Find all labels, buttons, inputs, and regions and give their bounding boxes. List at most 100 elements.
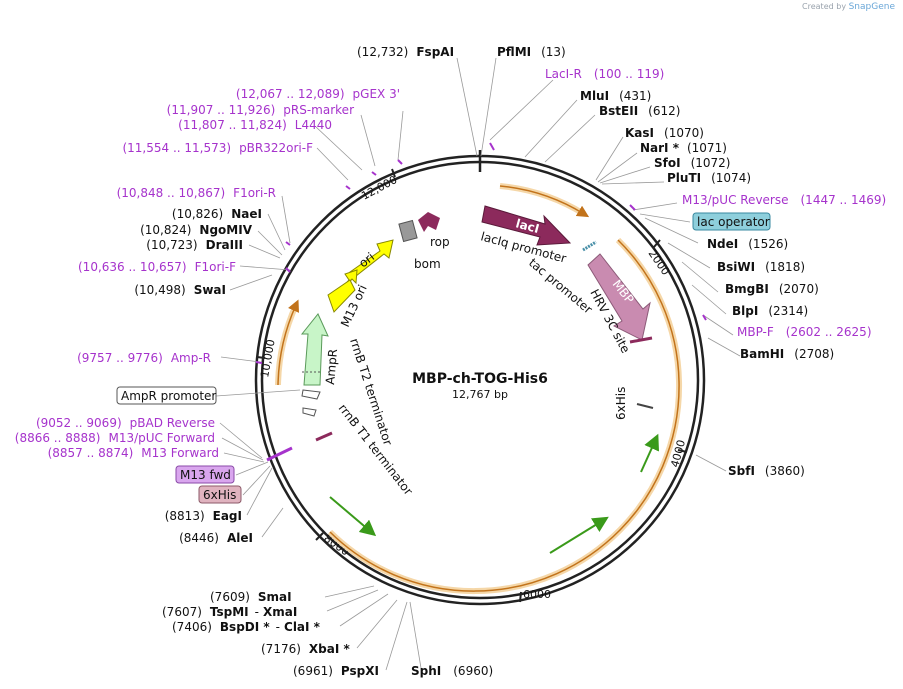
- svg-text:(10,498)SwaI: (10,498)SwaI: [134, 283, 226, 297]
- site-KasI[interactable]: KasI: [625, 126, 654, 140]
- ori-arrow: [349, 239, 394, 277]
- ampr-promoter-label: AmpR promoter: [121, 389, 216, 403]
- hrv-3c-marker: [629, 336, 653, 344]
- site-PspXI[interactable]: PspXI: [341, 664, 379, 678]
- credit-prefix: Created by: [802, 2, 847, 11]
- site-BamHI[interactable]: BamHI: [740, 347, 784, 361]
- tick-2000: 2000: [646, 247, 673, 277]
- bom-label: bom: [414, 257, 441, 271]
- svg-text:SfoI(1072): SfoI(1072): [654, 156, 730, 170]
- primer-MBP-F[interactable]: MBP-F: [737, 325, 774, 339]
- site-SwaI[interactable]: SwaI: [194, 283, 226, 297]
- svg-text:PflMI(13): PflMI(13): [497, 45, 566, 59]
- site-BstEII[interactable]: BstEII: [599, 104, 638, 118]
- primer-pBR322ori-F[interactable]: pBR322ori-F: [239, 141, 313, 155]
- site-SmaI[interactable]: SmaI: [258, 590, 292, 604]
- site-BlpI[interactable]: BlpI: [732, 304, 758, 318]
- svg-text:(10,848 .. 10,867)F1ori-R: (10,848 .. 10,867)F1ori-R: [117, 186, 276, 200]
- m13-fwd-label: M13 fwd: [180, 468, 231, 482]
- primer-pRS-marker[interactable]: pRS-marker: [283, 103, 354, 117]
- site-EagI[interactable]: EagI: [213, 509, 242, 523]
- lac-operator-marker: [582, 240, 597, 252]
- primer-pBAD-Reverse[interactable]: pBAD Reverse: [130, 416, 215, 430]
- orf-AmpR-arc: [275, 303, 299, 386]
- green-arrow-2: [549, 516, 609, 554]
- svg-text:(10,826)NaeI: (10,826)NaeI: [172, 207, 262, 221]
- MBP-arrow: [587, 253, 651, 341]
- rop-label: rop: [430, 235, 450, 249]
- svg-text:BamHI(2708): BamHI(2708): [740, 347, 834, 361]
- primer-LacI-R[interactable]: LacI-R: [545, 67, 582, 81]
- ampr-promoter-box[interactable]: [116, 386, 217, 405]
- site-NarI[interactable]: NarI *: [640, 141, 680, 155]
- site-DraIII[interactable]: DraIII: [206, 238, 243, 252]
- primer-pGEX-3[interactable]: pGEX 3': [353, 87, 400, 101]
- primer-M13-Forward[interactable]: M13 Forward: [141, 446, 219, 460]
- svg-text:KasI(1070): KasI(1070): [625, 126, 704, 140]
- site-BmgBI[interactable]: BmgBI: [725, 282, 769, 296]
- primers: LacI-R(100 .. 119) M13/pUC Reverse(1447 …: [15, 67, 886, 460]
- site-AleI[interactable]: AleI: [227, 531, 253, 545]
- svg-text:BsiWI(1818): BsiWI(1818): [717, 260, 805, 274]
- svg-text:MluI(431): MluI(431): [580, 89, 651, 103]
- site-MluI[interactable]: MluI: [580, 89, 609, 103]
- features: lacI MBP ori M13 ori AmpR rop bom: [266, 205, 654, 462]
- primer-markers: [255, 142, 707, 364]
- site-BspDI[interactable]: BspDI *: [220, 620, 270, 634]
- site-SbfI[interactable]: SbfI: [728, 464, 755, 478]
- svg-text:(9757 .. 9776)Amp-R: (9757 .. 9776)Amp-R: [77, 351, 211, 365]
- svg-text:(7406)BspDI *-ClaI *: (7406)BspDI *-ClaI *: [172, 620, 321, 634]
- snapgene-logo: SnapGene: [848, 2, 895, 12]
- site-FspAI[interactable]: FspAI: [416, 45, 454, 59]
- credit: Created by SnapGene: [802, 2, 895, 12]
- svg-text:NdeI(1526): NdeI(1526): [707, 237, 788, 251]
- site-XmaI[interactable]: XmaI: [263, 605, 297, 619]
- site-pos: (12,732): [357, 45, 408, 59]
- svg-text:BmgBI(2070): BmgBI(2070): [725, 282, 819, 296]
- site-NgoMIV[interactable]: NgoMIV: [199, 223, 252, 237]
- site-PflMI[interactable]: PflMI: [497, 45, 531, 59]
- svg-text:MBP-F(2602 .. 2625): MBP-F(2602 .. 2625): [737, 325, 872, 339]
- his-marker: [636, 403, 654, 409]
- backbone: [254, 150, 706, 606]
- svg-text:SphI(6960): SphI(6960): [411, 664, 493, 678]
- svg-text:(7607)TspMI-XmaI: (7607)TspMI-XmaI: [162, 605, 297, 619]
- primer-F1ori-F[interactable]: F1ori-F: [195, 260, 236, 274]
- site-TspMI[interactable]: TspMI: [210, 605, 249, 619]
- svg-text:(8813)EagI: (8813)EagI: [165, 509, 242, 523]
- site-SfoI[interactable]: SfoI: [654, 156, 681, 170]
- aux-marker: [315, 431, 333, 442]
- lac-operator-box[interactable]: [692, 212, 771, 231]
- leader-lines: [215, 57, 741, 671]
- primer-M13-pUC-Reverse[interactable]: M13/pUC Reverse: [682, 193, 789, 207]
- site-XbaI[interactable]: XbaI *: [309, 642, 351, 656]
- primer-Amp-R[interactable]: Amp-R: [171, 351, 211, 365]
- m13-fwd-marker: [266, 446, 293, 462]
- tick-12000: 12,000: [359, 173, 399, 203]
- rop-arrow: [418, 212, 440, 232]
- 6xhis-box[interactable]: [198, 485, 242, 504]
- his-label: 6xHis: [614, 387, 628, 420]
- site-NaeI[interactable]: NaeI: [231, 207, 262, 221]
- site-NdeI[interactable]: NdeI: [707, 237, 738, 251]
- site-PluTI[interactable]: PluTI: [667, 171, 701, 185]
- AmpR-arrow: [300, 313, 329, 386]
- primer-F1ori-R[interactable]: F1ori-R: [233, 186, 276, 200]
- t2-terminator-marker: [301, 389, 321, 400]
- site-SphI[interactable]: SphI: [411, 664, 441, 678]
- svg-text:M13/pUC Reverse(1447 .. 1469): M13/pUC Reverse(1447 .. 1469): [682, 193, 886, 207]
- site-BsiWI[interactable]: BsiWI: [717, 260, 755, 274]
- t1-terminator-marker: [302, 407, 317, 417]
- svg-text:NarI *(1071): NarI *(1071): [640, 141, 727, 155]
- orf-arcs: [275, 183, 683, 595]
- svg-text:(10,636 .. 10,657)F1ori-F: (10,636 .. 10,657)F1ori-F: [78, 260, 236, 274]
- boxed-labels: lac operator AmpR promoter M13 fwd 6xHis: [116, 212, 771, 504]
- m13-fwd-box[interactable]: [175, 465, 235, 484]
- site-ClaI[interactable]: ClaI *: [284, 620, 321, 634]
- primer-L4440[interactable]: L4440: [295, 118, 332, 132]
- bom-box: [398, 219, 418, 243]
- primer-M13-pUC-Forward[interactable]: M13/pUC Forward: [108, 431, 215, 445]
- svg-text:BlpI(2314): BlpI(2314): [732, 304, 808, 318]
- svg-text:(11,554 .. 11,573)pBR322ori-F: (11,554 .. 11,573)pBR322ori-F: [122, 141, 313, 155]
